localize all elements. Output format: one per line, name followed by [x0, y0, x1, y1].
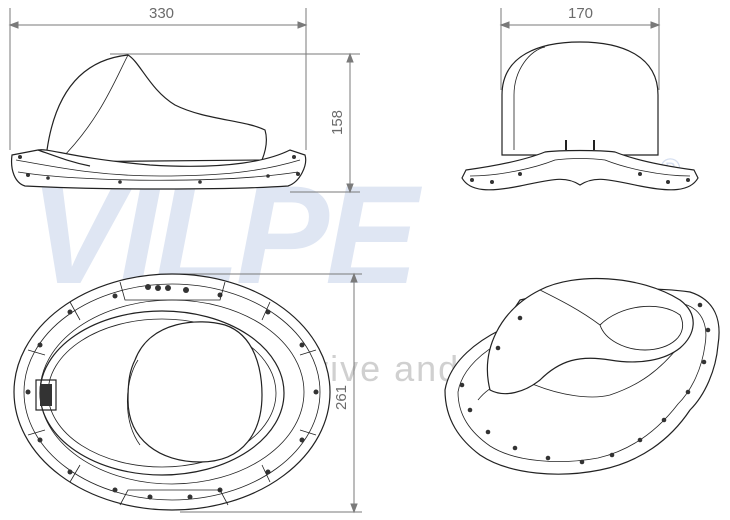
dim-label-side-width: 330: [149, 5, 174, 22]
side-view: [10, 54, 307, 190]
dimension-lines: [8, 8, 661, 514]
top-view: [13, 273, 331, 511]
isometric-view: [444, 277, 720, 475]
dim-label-top-height: 261: [333, 385, 350, 410]
dim-label-front-width: 170: [568, 5, 593, 22]
front-view: [461, 41, 699, 191]
dim-label-side-height: 158: [329, 110, 346, 135]
